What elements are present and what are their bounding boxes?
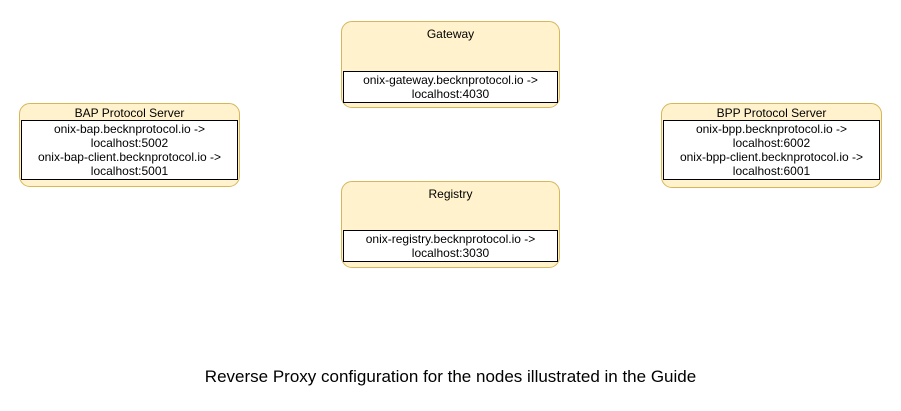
mapping-line: onix-bap-client.becknprotocol.io -> [37,150,222,164]
node-gateway-mapping-box: onix-gateway.becknprotocol.io -> localho… [343,71,558,103]
node-registry-mapping-box: onix-registry.becknprotocol.io -> localh… [343,230,558,262]
node-bpp-mapping-box: onix-bpp.becknprotocol.io -> localhost:6… [663,120,880,180]
node-bap-protocol-server: BAP Protocol Server onix-bap.becknprotoc… [19,103,240,187]
node-gateway-title: Gateway [426,27,475,41]
mapping-line: localhost:4030 [411,87,490,101]
mapping-line: onix-bpp-client.becknprotocol.io -> [679,150,864,164]
mapping-line: onix-bap.becknprotocol.io -> [53,122,206,136]
node-bpp-title: BPP Protocol Server [716,106,827,120]
mapping-line: localhost:6002 [732,136,811,150]
node-bap-title: BAP Protocol Server [74,106,185,120]
node-gateway: Gateway onix-gateway.becknprotocol.io ->… [341,21,560,108]
node-bap-mapping-box: onix-bap.becknprotocol.io -> localhost:5… [21,120,238,180]
node-registry-title: Registry [428,187,473,201]
node-bpp-protocol-server: BPP Protocol Server onix-bpp.becknprotoc… [661,103,882,188]
diagram-caption: Reverse Proxy configuration for the node… [204,367,697,386]
node-registry: Registry onix-registry.becknprotocol.io … [341,181,560,268]
mapping-line: localhost:3030 [411,246,490,260]
mapping-line: onix-bpp.becknprotocol.io -> [695,122,848,136]
mapping-line: onix-registry.becknprotocol.io -> [365,232,536,246]
mapping-line: onix-gateway.becknprotocol.io -> [363,73,538,87]
mapping-line: localhost:6001 [732,164,811,178]
mapping-line: localhost:5002 [90,136,169,150]
mapping-line: localhost:5001 [90,164,169,178]
